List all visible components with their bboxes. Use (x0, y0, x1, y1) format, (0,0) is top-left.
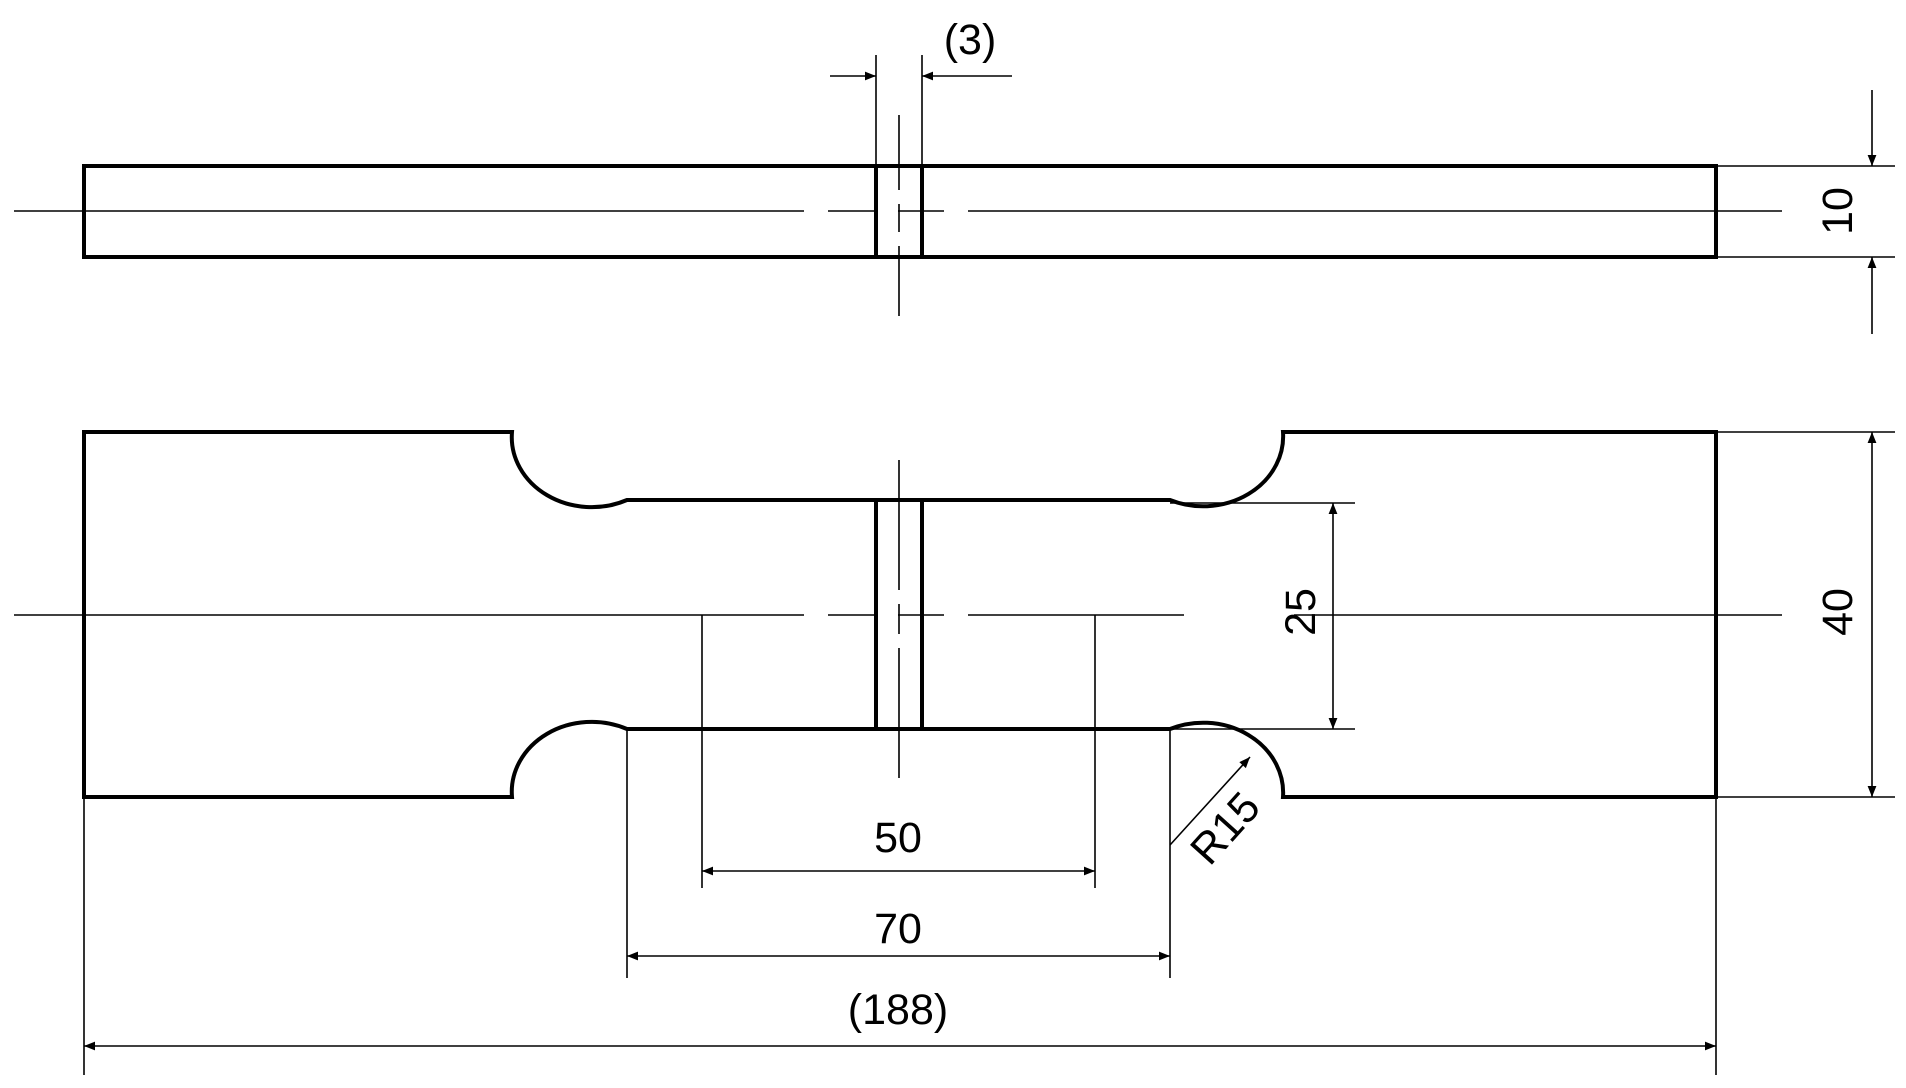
fillet-radius-label: R15 (1181, 783, 1269, 874)
gauge-length-label: 50 (874, 814, 922, 862)
overall-width-label: 40 (1814, 588, 1862, 636)
narrow-width-label: 25 (1277, 588, 1325, 636)
thickness-label: 10 (1814, 187, 1862, 235)
overall-length-label: (188) (848, 986, 948, 1034)
narrow-length-label: 70 (874, 905, 922, 953)
fillet-radius-leader (1169, 756, 1251, 846)
side-view: (3) 10 (14, 16, 1895, 334)
top-view: 40 25 50 70 R15 (188) (14, 430, 1895, 1075)
slice-thickness-label: (3) (944, 16, 997, 64)
